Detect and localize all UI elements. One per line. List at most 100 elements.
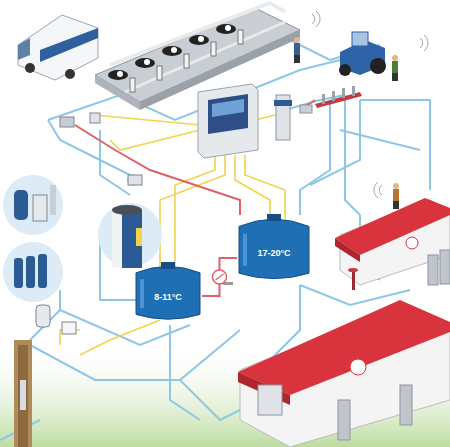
barn-part	[352, 270, 355, 290]
milking-parlour-part	[95, 8, 300, 102]
water-pipe-part	[340, 130, 420, 150]
barn-part	[258, 385, 282, 415]
farm-worker-part	[294, 55, 300, 63]
signal-wire-part	[80, 320, 160, 355]
milking-parlour-part-part	[117, 71, 123, 77]
farm-worker-part	[393, 189, 399, 201]
milking-parlour-part-part	[198, 36, 204, 42]
water-pipe-part	[300, 100, 330, 215]
wireless-signal-part	[312, 14, 315, 24]
borehole-part	[20, 380, 26, 410]
tank-body	[136, 266, 200, 319]
equipment-bubble-part-part	[38, 254, 47, 288]
manifold-part-part	[342, 88, 345, 98]
water-tank: 17-20°C	[237, 212, 311, 284]
water-pipe-part	[100, 130, 130, 195]
tractor	[339, 32, 386, 76]
milking-parlour-part-part	[157, 66, 162, 80]
equipment-bubble-part-part	[14, 258, 23, 288]
temperature-label: 17-20°C	[257, 248, 290, 258]
control-panel-part	[212, 99, 244, 117]
equipment-bubble-part	[50, 185, 56, 215]
equipment-bubble-part	[136, 228, 142, 246]
water-pipe-part	[48, 120, 140, 180]
milking-parlour-part	[117, 25, 231, 77]
tank-lid	[161, 262, 175, 269]
barn-part	[406, 237, 418, 249]
control-panel-part	[198, 84, 258, 158]
farm-worker-part	[294, 43, 300, 55]
manifold-part-part	[352, 86, 355, 96]
water-pipe-part	[345, 95, 360, 215]
milking-parlour-part	[125, 22, 285, 92]
control-panel-part	[208, 94, 248, 134]
signal-wire-part	[160, 155, 225, 270]
milking-parlour-part-part	[135, 58, 155, 68]
equipment-bubble-part	[33, 195, 47, 221]
pressure-tank	[36, 305, 76, 334]
barn-part-part	[428, 255, 438, 285]
equipment-bubble-part-part	[26, 256, 35, 288]
tractor-part	[339, 64, 351, 76]
borehole	[14, 340, 32, 447]
milking-parlour-part	[130, 30, 243, 92]
barn-part	[428, 250, 450, 285]
tank-highlight	[243, 234, 247, 266]
farm-worker-part	[392, 55, 398, 61]
water-tank: 8-11°C	[134, 260, 202, 324]
pump-symbol	[213, 270, 227, 284]
tractor-part	[352, 32, 368, 46]
filter-unit-part	[128, 175, 142, 185]
equipment-bubble-part	[112, 205, 142, 215]
farm-worker-part	[392, 73, 398, 81]
farm-worker	[294, 37, 399, 209]
wireless-signal-part	[316, 11, 320, 27]
manifold	[315, 86, 362, 108]
pipe-line	[202, 258, 237, 296]
barn-part-part	[338, 400, 350, 440]
barn	[238, 198, 450, 447]
equipment-bubble-part	[3, 175, 63, 235]
delivery-van-part	[25, 63, 35, 73]
booster-pump	[274, 95, 312, 140]
delivery-van-part	[18, 38, 30, 60]
milking-parlour-part-part	[216, 24, 236, 34]
manifold-part-part	[332, 91, 335, 101]
farm-worker-part	[393, 183, 399, 189]
milking-parlour-part-part	[130, 78, 135, 92]
pump-arrow	[216, 274, 224, 280]
water-pipe-part	[170, 325, 200, 420]
farm-worker-part	[393, 201, 399, 209]
milking-parlour-part-part	[108, 70, 128, 80]
control-panel	[198, 84, 258, 158]
borehole-part	[18, 345, 28, 447]
barn-part	[335, 198, 450, 255]
barn-part	[335, 238, 360, 262]
tank-label-box: 17-20°C	[257, 248, 290, 258]
booster-pump-part	[300, 105, 312, 113]
water-pipe-part	[310, 100, 360, 185]
farm-worker-part	[392, 61, 398, 73]
barn-part	[348, 268, 358, 272]
milking-parlour-part-part	[184, 54, 189, 68]
water-pipe-part	[360, 100, 430, 190]
milking-parlour-part-part	[238, 30, 243, 44]
equipment-bubble-part	[14, 190, 28, 220]
tank-highlight	[140, 279, 144, 308]
barn-part-part	[440, 250, 450, 284]
barn-part	[338, 385, 412, 440]
wireless-signal-part	[420, 38, 423, 48]
wireless-signal-part	[374, 182, 378, 198]
wireless-signal	[312, 11, 428, 198]
delivery-van	[18, 15, 98, 80]
pressure-tank-part	[36, 305, 50, 327]
manifold-part	[322, 86, 355, 104]
wireless-signal-part	[424, 35, 428, 51]
equipment-bubble-part	[112, 210, 122, 268]
signal-wire-part	[95, 115, 200, 125]
delivery-van-part	[65, 69, 75, 79]
equipment-bubble-part	[14, 254, 47, 288]
barn-part-part	[400, 385, 412, 425]
